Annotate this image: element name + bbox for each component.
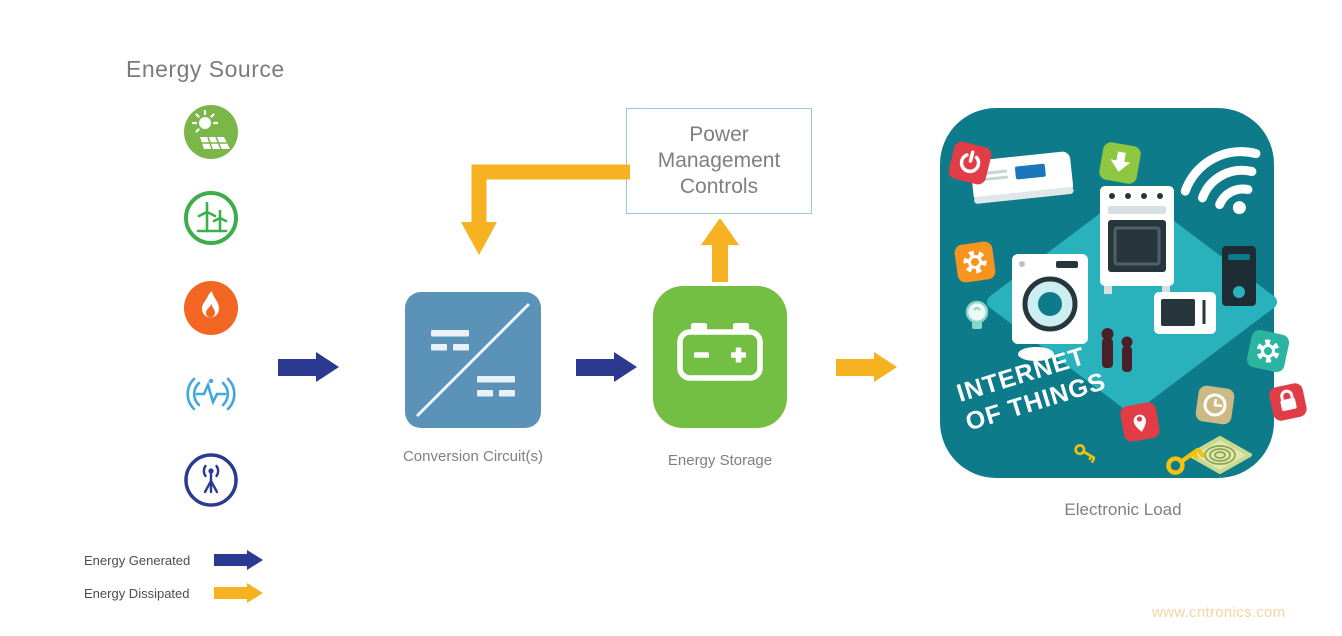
electronic-load-image: INTERNET OF THINGS <box>932 106 1308 503</box>
vibration-pulse-icon <box>183 366 239 422</box>
storage-to-load-arrow <box>836 352 897 382</box>
fingerprint-icon <box>1188 436 1252 474</box>
conversion-to-storage-arrow <box>576 352 637 382</box>
pmc-to-conversion-arrow <box>461 164 630 255</box>
watermark: www.cntronics.com <box>1152 604 1286 621</box>
clock-icon <box>1195 385 1235 425</box>
location-pin-icon <box>1120 402 1160 442</box>
storage-box-bg <box>653 286 787 428</box>
power-management-controls-box: Power Management Controls <box>626 108 812 214</box>
light-bulb-icon <box>965 300 989 329</box>
energy-storage-node <box>653 286 787 433</box>
lock-icon <box>1269 383 1307 421</box>
legend-dissipated-arrow-icon <box>214 583 263 603</box>
oven-icon <box>1100 186 1174 294</box>
legend-generated-arrow-icon <box>214 550 263 570</box>
conversion-circuits-label: Conversion Circuit(s) <box>402 448 544 465</box>
key-icon <box>1166 447 1205 475</box>
energy-source-title: Energy Source <box>126 56 285 82</box>
battery-icon <box>677 323 763 381</box>
legend-dissipated-label: Energy Dissipated <box>84 585 190 601</box>
legend-generated-label: Energy Generated <box>84 552 191 568</box>
energy-storage-label: Energy Storage <box>667 452 773 469</box>
conversion-circuits-node <box>405 292 541 433</box>
gear-icon-orange <box>954 241 996 283</box>
legend-energy-generated: Energy Generated <box>84 550 263 570</box>
legend-energy-dissipated: Energy Dissipated <box>84 583 263 603</box>
platform-highlight <box>1018 347 1054 361</box>
washing-machine-icon <box>1012 254 1088 344</box>
gear-icon-teal <box>1246 329 1290 373</box>
solar-panel-icon <box>183 104 239 160</box>
storage-to-pmc-arrow <box>701 218 739 282</box>
thermal-flame-icon <box>183 280 239 336</box>
wifi-icon <box>1180 147 1261 215</box>
microwave-icon <box>1154 292 1216 334</box>
smart-speaker-icon <box>1222 246 1256 306</box>
electronic-load-label: Electronic Load <box>1064 500 1182 519</box>
power-management-controls-label: Power Management Controls <box>657 122 781 199</box>
air-conditioner-icon <box>970 151 1074 204</box>
download-arrow-icon <box>1099 142 1141 184</box>
wind-turbines-icon <box>183 190 239 246</box>
source-to-conversion-arrow <box>278 352 339 382</box>
figurines <box>1101 328 1133 372</box>
power-icon <box>948 141 992 185</box>
rf-antenna-icon <box>183 452 239 508</box>
key-icon-small <box>1074 444 1096 464</box>
